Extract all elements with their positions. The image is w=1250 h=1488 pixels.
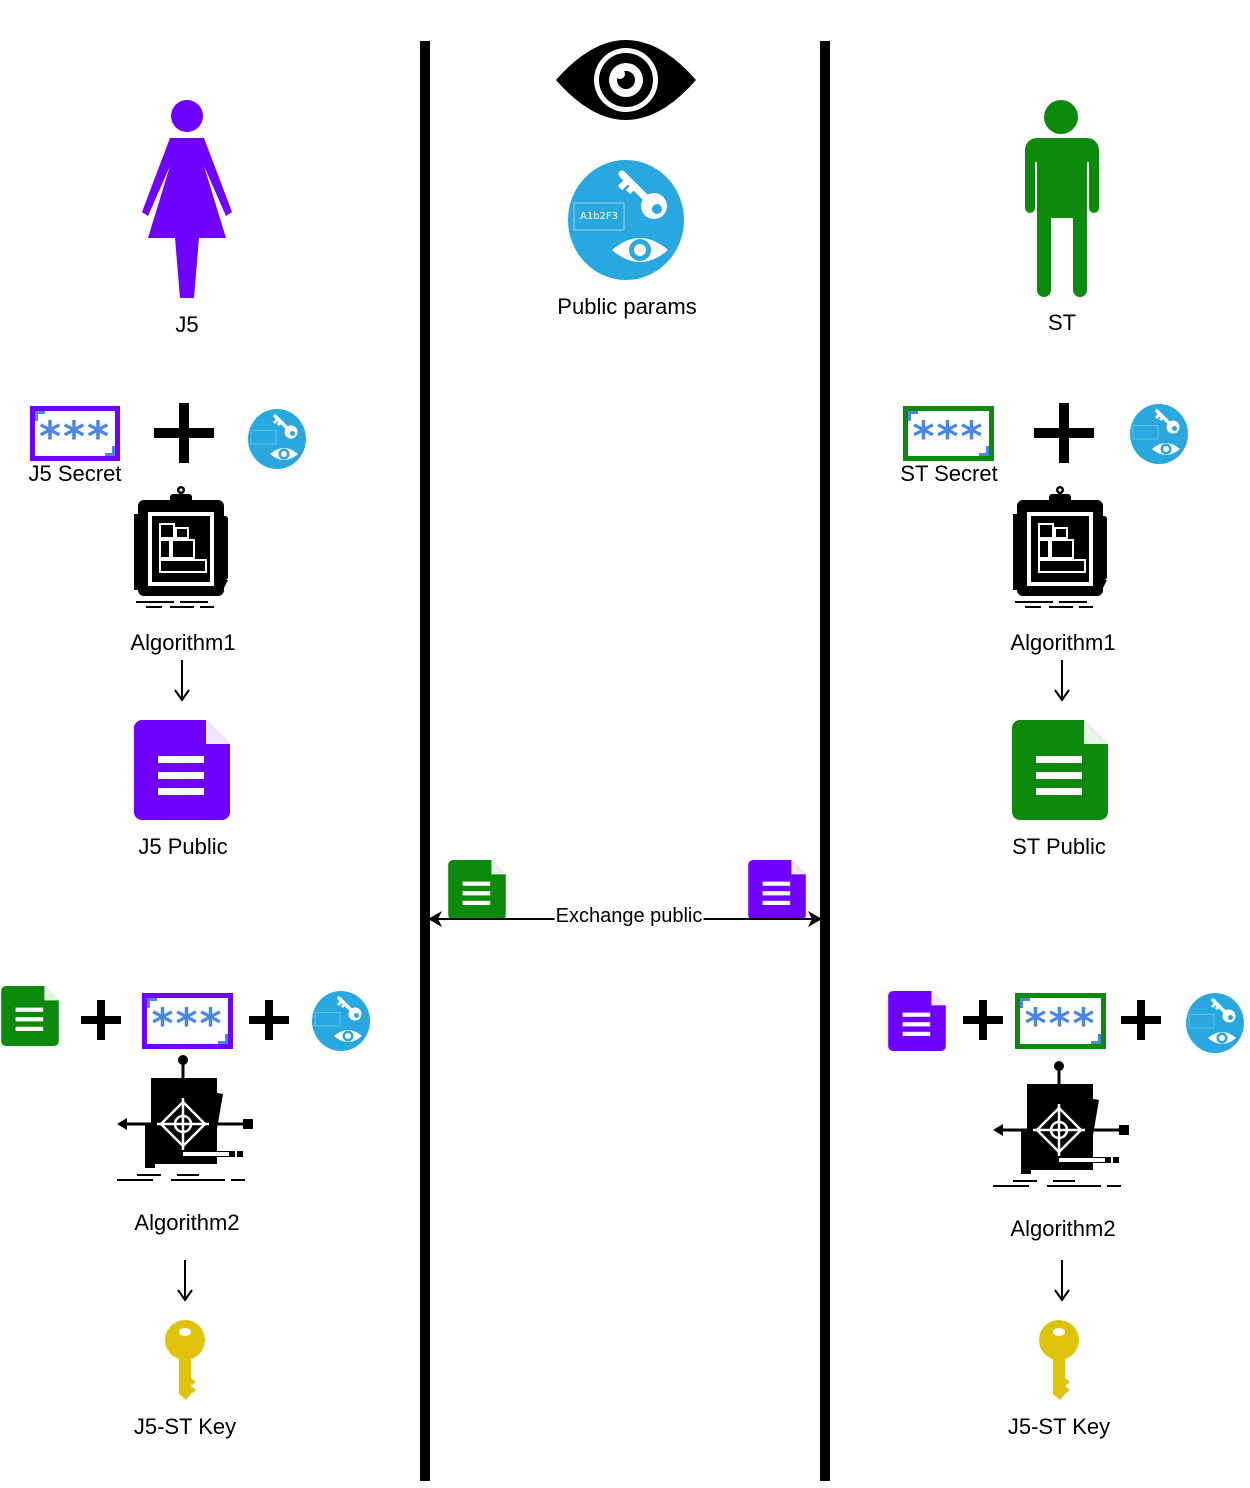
right-divider-line [820,41,830,1481]
public-params-icon: A1b2F3 [568,160,684,280]
exchange-public-label: Exchange public [554,905,704,928]
st-key-label: J5-ST Key [1007,1414,1111,1439]
arrow-down-icon [177,1260,193,1302]
plus-icon [154,403,214,463]
document-icon [0,986,60,1046]
j5-key-label: J5-ST Key [133,1414,237,1439]
arrow-down-icon [1054,1260,1070,1302]
st-public-label: ST Public [1012,834,1106,859]
j5-person-label: J5 [175,312,199,337]
document-icon [887,991,947,1051]
j5-algorithm2-label: Algorithm2 [134,1210,240,1235]
plus-icon [249,1000,289,1040]
blueprint-clipboard-icon [1013,486,1109,610]
blueprint-clipboard-icon [134,486,230,610]
public-params-icon [1127,404,1191,464]
plus-icon [963,1000,1003,1040]
key-icon [1038,1320,1080,1400]
password-field-icon: *** [1015,993,1106,1049]
plus-icon [1034,403,1094,463]
design-target-icon [993,1060,1129,1192]
st-algorithm2-label: Algorithm2 [1010,1216,1116,1241]
password-mask: *** [151,999,224,1048]
password-field-icon: *** [903,406,994,461]
password-mask: *** [39,412,111,461]
document-icon [134,720,230,820]
j5-secret-label: J5 Secret [28,461,122,486]
public-params-icon [309,991,373,1051]
params-badge-text: A1b2F3 [580,211,619,222]
st-person-label: ST [1047,310,1077,335]
arrow-down-icon [174,660,190,702]
password-mask: *** [912,412,985,461]
password-mask: *** [1024,999,1097,1048]
key-icon [164,1320,206,1400]
plus-icon [81,1000,121,1040]
public-params-icon [245,409,309,469]
arrow-down-icon [1054,660,1070,702]
eye-icon [556,40,696,120]
woman-icon [142,100,232,298]
left-divider-line [420,41,430,1481]
design-target-icon [117,1054,253,1186]
st-algorithm1-label: Algorithm1 [1010,630,1116,655]
st-secret-label: ST Secret [900,461,998,486]
public-params-label: Public params [557,294,697,319]
man-icon [1025,100,1099,297]
j5-algorithm1-label: Algorithm1 [130,630,236,655]
password-field-icon: *** [142,993,233,1049]
public-params-icon [1183,993,1247,1053]
password-field-icon: *** [30,406,120,461]
j5-public-label: J5 Public [138,834,228,859]
document-icon [1012,720,1108,820]
plus-icon [1121,1000,1161,1040]
